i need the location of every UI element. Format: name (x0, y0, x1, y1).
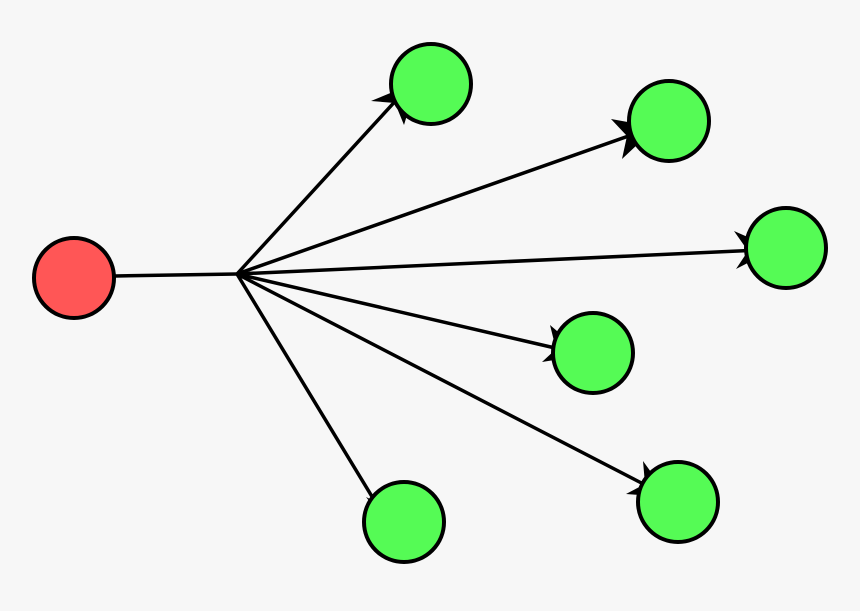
target-node-2 (627, 79, 711, 163)
source-connector (113, 272, 239, 278)
source-node (32, 236, 116, 320)
target-node-4 (551, 311, 635, 395)
target-node-6 (636, 460, 720, 544)
target-node-1 (389, 42, 473, 126)
target-node-5 (362, 480, 446, 564)
target-node-3 (744, 206, 828, 290)
